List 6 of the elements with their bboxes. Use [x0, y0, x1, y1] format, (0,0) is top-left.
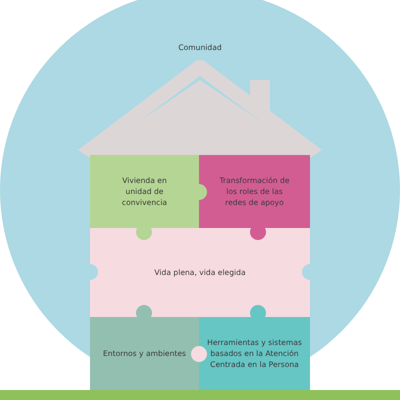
puzzle-piece [199, 317, 310, 390]
puzzle-piece [90, 155, 199, 228]
puzzle-piece [199, 155, 310, 228]
puzzle-piece [90, 317, 199, 390]
puzzle-piece [90, 228, 310, 317]
community-circle [0, 0, 400, 390]
